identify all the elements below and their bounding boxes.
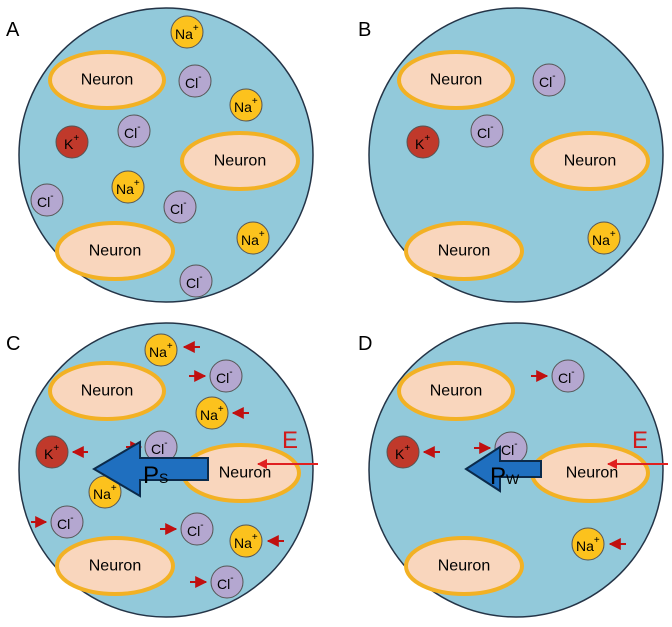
svg-text:K+: K+: [395, 443, 410, 463]
potential-arrow: [464, 445, 542, 493]
potassium-ion: K+: [406, 125, 440, 159]
svg-text:Cl-: Cl-: [170, 198, 187, 218]
neuron-label: Neuron: [89, 243, 141, 260]
neuron: [530, 131, 650, 191]
chloride-ion: Cl-: [210, 565, 244, 599]
svg-text:Na+: Na+: [241, 229, 265, 249]
chloride-ion: Cl-: [117, 114, 151, 148]
svg-text:Na+: Na+: [234, 532, 258, 552]
sodium-ion: Na+: [229, 524, 263, 558]
neuron: [397, 50, 515, 110]
potassium-ion: K+: [55, 125, 89, 159]
svg-text:Cl-: Cl-: [216, 367, 233, 387]
chloride-ion: Cl-: [30, 183, 64, 217]
svg-text:Na+: Na+: [175, 23, 199, 43]
svg-text:Cl-: Cl-: [217, 573, 234, 593]
panel-a: A Neuron Neuron Neuron Na+ Na+ Na+ Na+ C…: [6, 7, 314, 303]
chloride-ion: Cl-: [163, 190, 197, 224]
chloride-ion: Cl-: [50, 505, 84, 539]
panel-d-label: D: [358, 333, 372, 355]
neuron: [55, 221, 175, 281]
neuron: [48, 361, 166, 421]
sodium-ion: Na+: [236, 221, 270, 255]
sodium-ion: Na+: [111, 170, 145, 204]
sodium-ion: Na+: [195, 396, 229, 430]
svg-text:Cl-: Cl-: [185, 72, 202, 92]
svg-text:Cl-: Cl-: [187, 520, 204, 540]
chloride-ion: Cl-: [180, 512, 214, 546]
svg-text:Na+: Na+: [576, 535, 600, 555]
svg-text:Cl-: Cl-: [477, 122, 494, 142]
svg-text:Cl-: Cl-: [558, 367, 575, 387]
chloride-ion: Cl-: [551, 359, 585, 393]
sodium-ion: Na+: [571, 527, 605, 561]
chloride-ion: Cl-: [532, 63, 566, 97]
svg-text:Cl-: Cl-: [37, 191, 54, 211]
neuron: [180, 131, 300, 191]
neuron: [404, 536, 524, 596]
potential-arrow-label: PW: [490, 463, 520, 490]
neuron-label: Neuron: [564, 153, 616, 170]
svg-text:Cl-: Cl-: [501, 439, 518, 459]
neuron: [397, 361, 515, 421]
svg-text:Cl-: Cl-: [151, 438, 168, 458]
neuron-label: Neuron: [214, 153, 266, 170]
electric-field-label: E: [282, 427, 298, 454]
panel-b-label: B: [358, 19, 371, 41]
svg-text:K+: K+: [44, 443, 59, 463]
chloride-ion: Cl-: [470, 114, 504, 148]
svg-text:Cl-: Cl-: [539, 71, 556, 91]
neuron-label: Neuron: [438, 243, 490, 260]
neuron-label: Neuron: [566, 465, 618, 482]
neuron: [404, 221, 524, 281]
potential-arrow-label: PS: [143, 462, 168, 489]
svg-text:Cl-: Cl-: [124, 122, 141, 142]
sodium-ion: Na+: [170, 15, 204, 49]
neuron-label: Neuron: [430, 72, 482, 89]
svg-text:Cl-: Cl-: [186, 272, 203, 292]
svg-text:K+: K+: [64, 133, 79, 153]
sodium-ion: Na+: [587, 221, 621, 255]
potential-arrow: [92, 440, 209, 498]
svg-text:Na+: Na+: [93, 483, 117, 503]
svg-text:Na+: Na+: [200, 404, 224, 424]
panel-c-label: C: [6, 333, 20, 355]
sodium-ion: Na+: [229, 88, 263, 122]
neuron-label: Neuron: [89, 558, 141, 575]
svg-text:Na+: Na+: [149, 341, 173, 361]
svg-text:Na+: Na+: [592, 229, 616, 249]
svg-text:K+: K+: [415, 133, 430, 153]
panel-a-label: A: [6, 19, 20, 41]
panel-d: D Neuron Neuron Cl- K+ Cl- Neuron PW E N: [358, 322, 668, 618]
sodium-ion: Na+: [144, 333, 178, 367]
neuron-label: Neuron: [81, 383, 133, 400]
potassium-ion: K+: [386, 435, 420, 469]
potassium-ion: K+: [35, 435, 69, 469]
neuron-label: Neuron: [438, 558, 490, 575]
panel-b: B Neuron Neuron Neuron Cl- Cl- K+ Na+: [358, 7, 664, 303]
neuron: [48, 50, 166, 110]
neuron-label: Neuron: [219, 465, 271, 482]
svg-text:Cl-: Cl-: [57, 513, 74, 533]
panel-c: C Neuron Neuron Na+ Cl- Na+ K+ Cl-: [6, 322, 318, 618]
chloride-ion: Cl-: [209, 359, 243, 393]
svg-text:Na+: Na+: [234, 96, 258, 116]
neuron-label: Neuron: [81, 72, 133, 89]
electric-field-label: E: [632, 427, 648, 454]
svg-text:Na+: Na+: [116, 178, 140, 198]
neuron: [55, 536, 175, 596]
chloride-ion: Cl-: [494, 431, 528, 465]
chloride-ion: Cl-: [178, 64, 212, 98]
chloride-ion: Cl-: [179, 264, 213, 298]
neuron-label: Neuron: [430, 383, 482, 400]
